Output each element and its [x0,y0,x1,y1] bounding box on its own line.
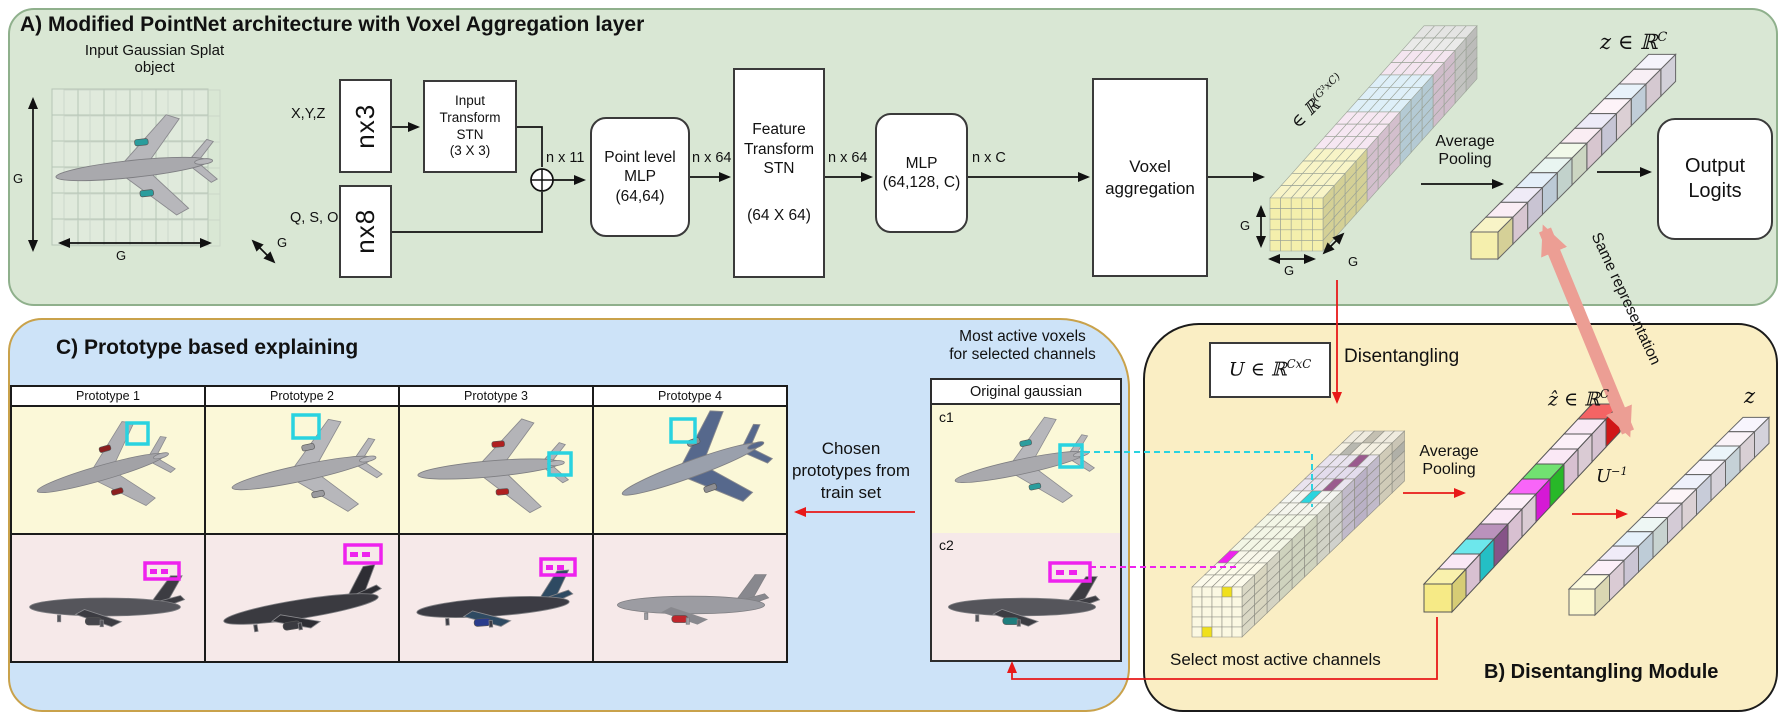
z-label-b: z [1744,384,1756,408]
caption-line2: for selected channels [949,345,1096,363]
prototype-4-header: Prototype 4 [592,385,788,407]
z-label-sup: C [1657,30,1668,45]
input-transform-stn-box: Input Transform STN (3 X 3) [423,80,517,173]
z-representation-label: z ∈ ℝC [1600,30,1667,54]
input-stn-line4: (3 X 3) [449,143,491,159]
feature-transform-stn-box: Feature Transform STN (64 X 64) [733,68,825,278]
avg-pool-a-line2: Pooling [1438,151,1492,169]
u-matrix-label: U ∈ ℝCxC [1229,357,1312,382]
mlp-line1: MLP [905,154,938,172]
prototype-sideview-row [10,533,788,663]
point-mlp-line2: MLP [624,168,656,186]
avg-pool-b-line1: Average [1419,443,1479,460]
panel-a-title: A) Modified PointNet architecture with V… [20,13,645,36]
u-label-sup: CxC [1286,357,1312,372]
feature-stn-line2: Transform [743,140,815,158]
point-mlp-line3: (64,64) [615,187,665,205]
prototype-topview-row [10,405,788,535]
nx8-label: nx8 [350,209,381,254]
prototype-2-side-image [204,533,400,663]
voxel-agg-line2: aggregation [1105,178,1195,198]
prototype-table: Prototype 1 Prototype 2 Prototype 3 Prot… [10,385,788,663]
point-level-mlp-box: Point level MLP (64,64) [590,117,690,237]
avg-pool-a-line1: Average [1435,133,1495,150]
nx8-box: nx8 [339,185,392,278]
channel-c2-image: c2 [932,533,1120,660]
prototype-2-header: Prototype 2 [204,385,400,407]
prototype-3-side-image [398,533,594,663]
input-stn-line2: Transform [439,109,501,125]
point-mlp-line1: Point level [604,148,676,166]
u-inverse-sup: −1 [1611,465,1628,478]
u-inverse-label: U−1 [1596,465,1628,488]
zhat-label-prefix: ẑ ∈ ℝ [1548,388,1600,411]
axis-g-depth-label: G [277,235,288,250]
input-object-label: Input Gaussian Splat object [84,42,225,77]
n-x-c-label: n x C [972,150,1006,166]
nx3-box: nx3 [339,79,392,173]
chosen-prototypes-label: Chosen prototypes from train set [778,438,924,504]
feature-stn-line4: (64 X 64) [747,207,811,225]
chosen-line3: train set [820,483,882,503]
prototype-4-side-image [592,533,788,663]
voxel-aggregation-box: Voxel aggregation [1092,78,1208,277]
mlp-box: MLP (64,128, C) [875,113,968,233]
feature-stn-line1: Feature [752,121,806,139]
prototype-3-image [398,405,594,535]
voxel-agg-line1: Voxel [1129,157,1171,177]
prototype-1-header: Prototype 1 [10,385,206,407]
output-logits-line2: Logits [1688,180,1742,202]
average-pooling-label-a: Average Pooling [1420,133,1510,170]
prototype-2-image [204,405,400,535]
input-stn-line1: Input [454,92,486,108]
most-active-voxels-caption: Most active voxels for selected channels [905,328,1140,364]
average-pooling-label-b: Average Pooling [1406,443,1492,480]
input-stn-line3: STN [456,126,484,142]
n-x-11-label: n x 11 [546,150,585,166]
caption-line1: Most active voxels [959,328,1086,345]
avg-pool-b-line2: Pooling [1422,461,1476,479]
u-label-prefix: U ∈ ℝ [1228,358,1287,381]
tensor-g-left-label: G [1240,218,1251,233]
feature-stn-line3: STN [763,160,795,177]
original-gaussian-header: Original gaussian [932,380,1120,405]
zhat-representation-label: ẑ ∈ ℝC [1548,387,1609,411]
u-matrix-box: U ∈ ℝCxC [1209,342,1331,398]
axis-g-left-label: G [13,171,24,186]
chosen-line2: prototypes from [791,461,911,481]
n-x-64-label-b: n x 64 [828,150,868,166]
panel-b-title: B) Disentangling Module [1484,661,1719,683]
mlp-line2: (64,128, C) [882,174,961,191]
z-label-prefix: z ∈ ℝ [1600,30,1658,54]
xyz-label: X,Y,Z [291,106,326,122]
prototype-1-image [10,405,206,535]
prototype-3-header: Prototype 3 [398,385,594,407]
disentangling-label: Disentangling [1344,346,1460,367]
tensor-g-bottom-label: G [1284,263,1295,278]
original-gaussian-box: Original gaussian c1 c2 [930,378,1122,662]
u-inverse-base: U [1596,466,1612,487]
axis-g-bottom-label: G [116,248,127,263]
chosen-line1: Chosen [821,439,881,458]
tensor-g-depth-label: G [1348,254,1359,269]
zhat-label-sup: C [1599,387,1609,401]
prototype-4-image [592,405,788,535]
c1-label: c1 [939,409,954,425]
panel-c-title: C) Prototype based explaining [56,336,359,359]
qso-label: Q, S, O [290,210,339,226]
input-gaussian-splat-image [50,88,221,247]
output-logits-box: Output Logits [1657,118,1773,240]
select-channels-label: Select most active channels [1170,650,1381,669]
output-logits-line1: Output [1684,155,1746,177]
prototype-header-row: Prototype 1 Prototype 2 Prototype 3 Prot… [10,385,788,407]
prototype-1-side-image [10,533,206,663]
channel-c1-image: c1 [932,405,1120,533]
nx3-label: nx3 [350,103,381,149]
n-x-64-label-a: n x 64 [692,150,732,166]
c2-label: c2 [939,537,954,553]
